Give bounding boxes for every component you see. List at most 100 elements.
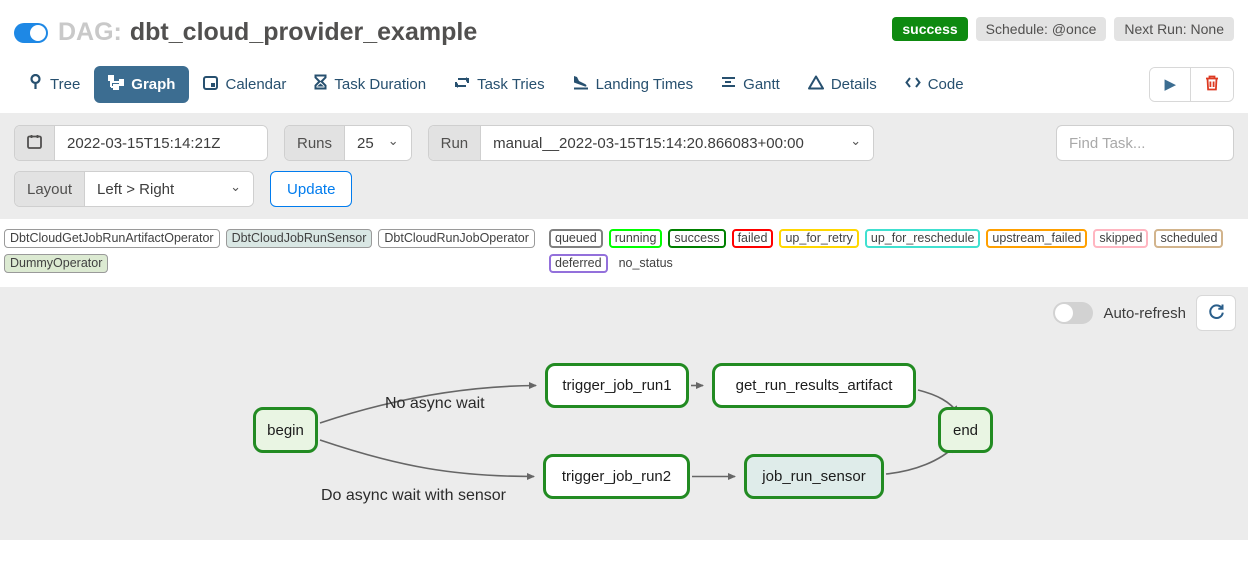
trash-icon — [1205, 75, 1219, 94]
plane-landing-icon — [573, 75, 589, 94]
status-badge-deferred: deferred — [549, 254, 608, 273]
dag-title: dbt_cloud_provider_example — [129, 18, 478, 46]
tab-task-tries[interactable]: Task Tries — [440, 66, 559, 103]
code-icon — [904, 76, 921, 93]
calendar-addon[interactable] — [15, 126, 55, 160]
play-icon: ▶ — [1164, 76, 1176, 93]
calendar-icon — [203, 75, 219, 94]
edge-begin-run2 — [319, 439, 535, 480]
edge-label-no-async-wait: No async wait — [385, 395, 485, 412]
status-badge-upstream-failed: upstream_failed — [986, 229, 1088, 248]
tab-label: Tree — [50, 75, 81, 93]
tab-label: Graph — [131, 75, 176, 93]
header-badges: success Schedule: @once Next Run: None — [892, 16, 1234, 41]
dag-header: DAG: dbt_cloud_provider_example success … — [0, 0, 1248, 57]
tab-label: Task Tries — [477, 75, 545, 93]
status-badge-running: running — [608, 229, 663, 248]
auto-refresh-toggle[interactable] — [1053, 302, 1094, 324]
filter-row-2: Layout Left > Right ⌄ Update — [14, 171, 1234, 207]
edge-label-do-async-wait: Do async wait with sensor — [321, 487, 506, 504]
repeat-icon — [454, 75, 470, 94]
dag-action-buttons: ▶ — [1149, 66, 1234, 102]
tab-label: Task Duration — [334, 75, 427, 93]
tab-calendar[interactable]: Calendar — [189, 66, 300, 103]
dag-prefix-label: DAG: — [58, 18, 122, 46]
task-node-trigger-job-run1[interactable]: trigger_job_run1 — [545, 363, 689, 408]
triangle-icon — [807, 75, 824, 94]
tab-label: Details — [830, 75, 877, 93]
execution-date-input[interactable] — [55, 126, 267, 160]
operator-badge: DbtCloudJobRunSensor — [225, 229, 373, 248]
dag-graph-canvas[interactable]: Auto-refresh begin trigger_job_run1 get_… — [0, 287, 1248, 540]
status-badge-no-status: no_status — [618, 256, 673, 270]
runs-count-value: 25 — [357, 134, 374, 152]
run-select-group: Run manual__2022-03-15T15:14:20.866083+0… — [427, 125, 875, 161]
tab-code[interactable]: Code — [891, 67, 978, 102]
layout-select[interactable]: Left > Right ⌄ — [85, 172, 254, 206]
task-node-end[interactable]: end — [938, 407, 993, 453]
run-id-select[interactable]: manual__2022-03-15T15:14:20.866083+00:00… — [481, 126, 874, 160]
operator-badge: DbtCloudGetJobRunArtifactOperator — [4, 229, 220, 248]
chevron-down-icon: ⌄ — [850, 133, 862, 148]
legend: DbtCloudGetJobRunArtifactOperator DbtClo… — [0, 219, 1248, 279]
status-badge-scheduled: scheduled — [1154, 229, 1224, 248]
layout-group: Layout Left > Right ⌄ — [14, 171, 255, 207]
operator-badge: DbtCloudRunJobOperator — [378, 229, 535, 248]
layout-label: Layout — [15, 172, 86, 206]
runs-label: Runs — [285, 126, 346, 160]
tab-details[interactable]: Details — [794, 66, 891, 103]
task-node-get-run-results-artifact[interactable]: get_run_results_artifact — [712, 363, 916, 408]
filter-bar: Runs 25 ⌄ Run manual__2022-03-15T15:14:20… — [0, 113, 1248, 219]
next-run-badge: Next Run: None — [1114, 16, 1234, 41]
dag-pause-toggle[interactable] — [14, 22, 48, 43]
task-node-job-run-sensor[interactable]: job_run_sensor — [744, 454, 884, 499]
chevron-down-icon: ⌄ — [230, 179, 242, 194]
tab-task-duration[interactable]: Task Duration — [300, 65, 440, 103]
status-badge-up-for-reschedule: up_for_reschedule — [864, 229, 981, 248]
tab-tree[interactable]: Tree — [14, 65, 94, 103]
chevron-down-icon: ⌄ — [387, 133, 399, 148]
gantt-icon — [721, 75, 736, 93]
toggle-knob — [1055, 304, 1074, 322]
runs-count-group: Runs 25 ⌄ — [284, 125, 412, 161]
schedule-badge: Schedule: @once — [975, 16, 1107, 41]
find-task-input[interactable] — [1056, 125, 1234, 161]
update-button[interactable]: Update — [270, 171, 353, 207]
operator-legend: DbtCloudGetJobRunArtifactOperator DbtClo… — [4, 229, 549, 273]
tab-label: Calendar — [225, 75, 287, 93]
trigger-dag-button[interactable]: ▶ — [1150, 67, 1190, 101]
execution-date-group — [14, 125, 268, 161]
task-node-begin[interactable]: begin — [253, 407, 318, 453]
auto-refresh-label: Auto-refresh — [1103, 304, 1186, 322]
status-badge-failed: failed — [731, 229, 774, 248]
tree-icon — [28, 73, 43, 94]
status-legend: queued running success failed up_for_ret… — [549, 229, 1244, 273]
tab-label: Landing Times — [595, 75, 694, 93]
layout-value: Left > Right — [97, 180, 175, 198]
view-tabbar: Tree Graph Calendar Task Duration Task T… — [0, 57, 1248, 113]
toggle-knob — [30, 24, 46, 41]
filter-row-1: Runs 25 ⌄ Run manual__2022-03-15T15:14:20… — [14, 125, 1234, 161]
run-id-value: manual__2022-03-15T15:14:20.866083+00:00 — [493, 134, 804, 152]
runs-count-select[interactable]: 25 ⌄ — [345, 126, 411, 160]
status-badge[interactable]: success — [892, 16, 968, 41]
refresh-icon — [1208, 303, 1225, 323]
tab-gantt[interactable]: Gantt — [707, 66, 794, 102]
status-badge-queued: queued — [549, 229, 603, 248]
tab-label: Gantt — [743, 75, 780, 93]
delete-dag-button[interactable] — [1190, 67, 1233, 101]
operator-badge: DummyOperator — [4, 254, 109, 273]
graph-controls: Auto-refresh — [1053, 295, 1236, 331]
refresh-button[interactable] — [1196, 295, 1236, 331]
tab-graph[interactable]: Graph — [94, 65, 190, 103]
status-badge-skipped: skipped — [1093, 229, 1149, 248]
calendar-icon — [27, 134, 42, 153]
run-label: Run — [428, 126, 482, 160]
tab-landing-times[interactable]: Landing Times — [559, 66, 708, 103]
edge-begin-run1 — [319, 382, 537, 424]
status-badge-up-for-retry: up_for_retry — [779, 229, 859, 248]
task-node-trigger-job-run2[interactable]: trigger_job_run2 — [543, 454, 690, 499]
status-badge-success: success — [668, 229, 726, 248]
tab-label: Code — [927, 75, 964, 93]
hourglass-icon — [314, 74, 327, 94]
